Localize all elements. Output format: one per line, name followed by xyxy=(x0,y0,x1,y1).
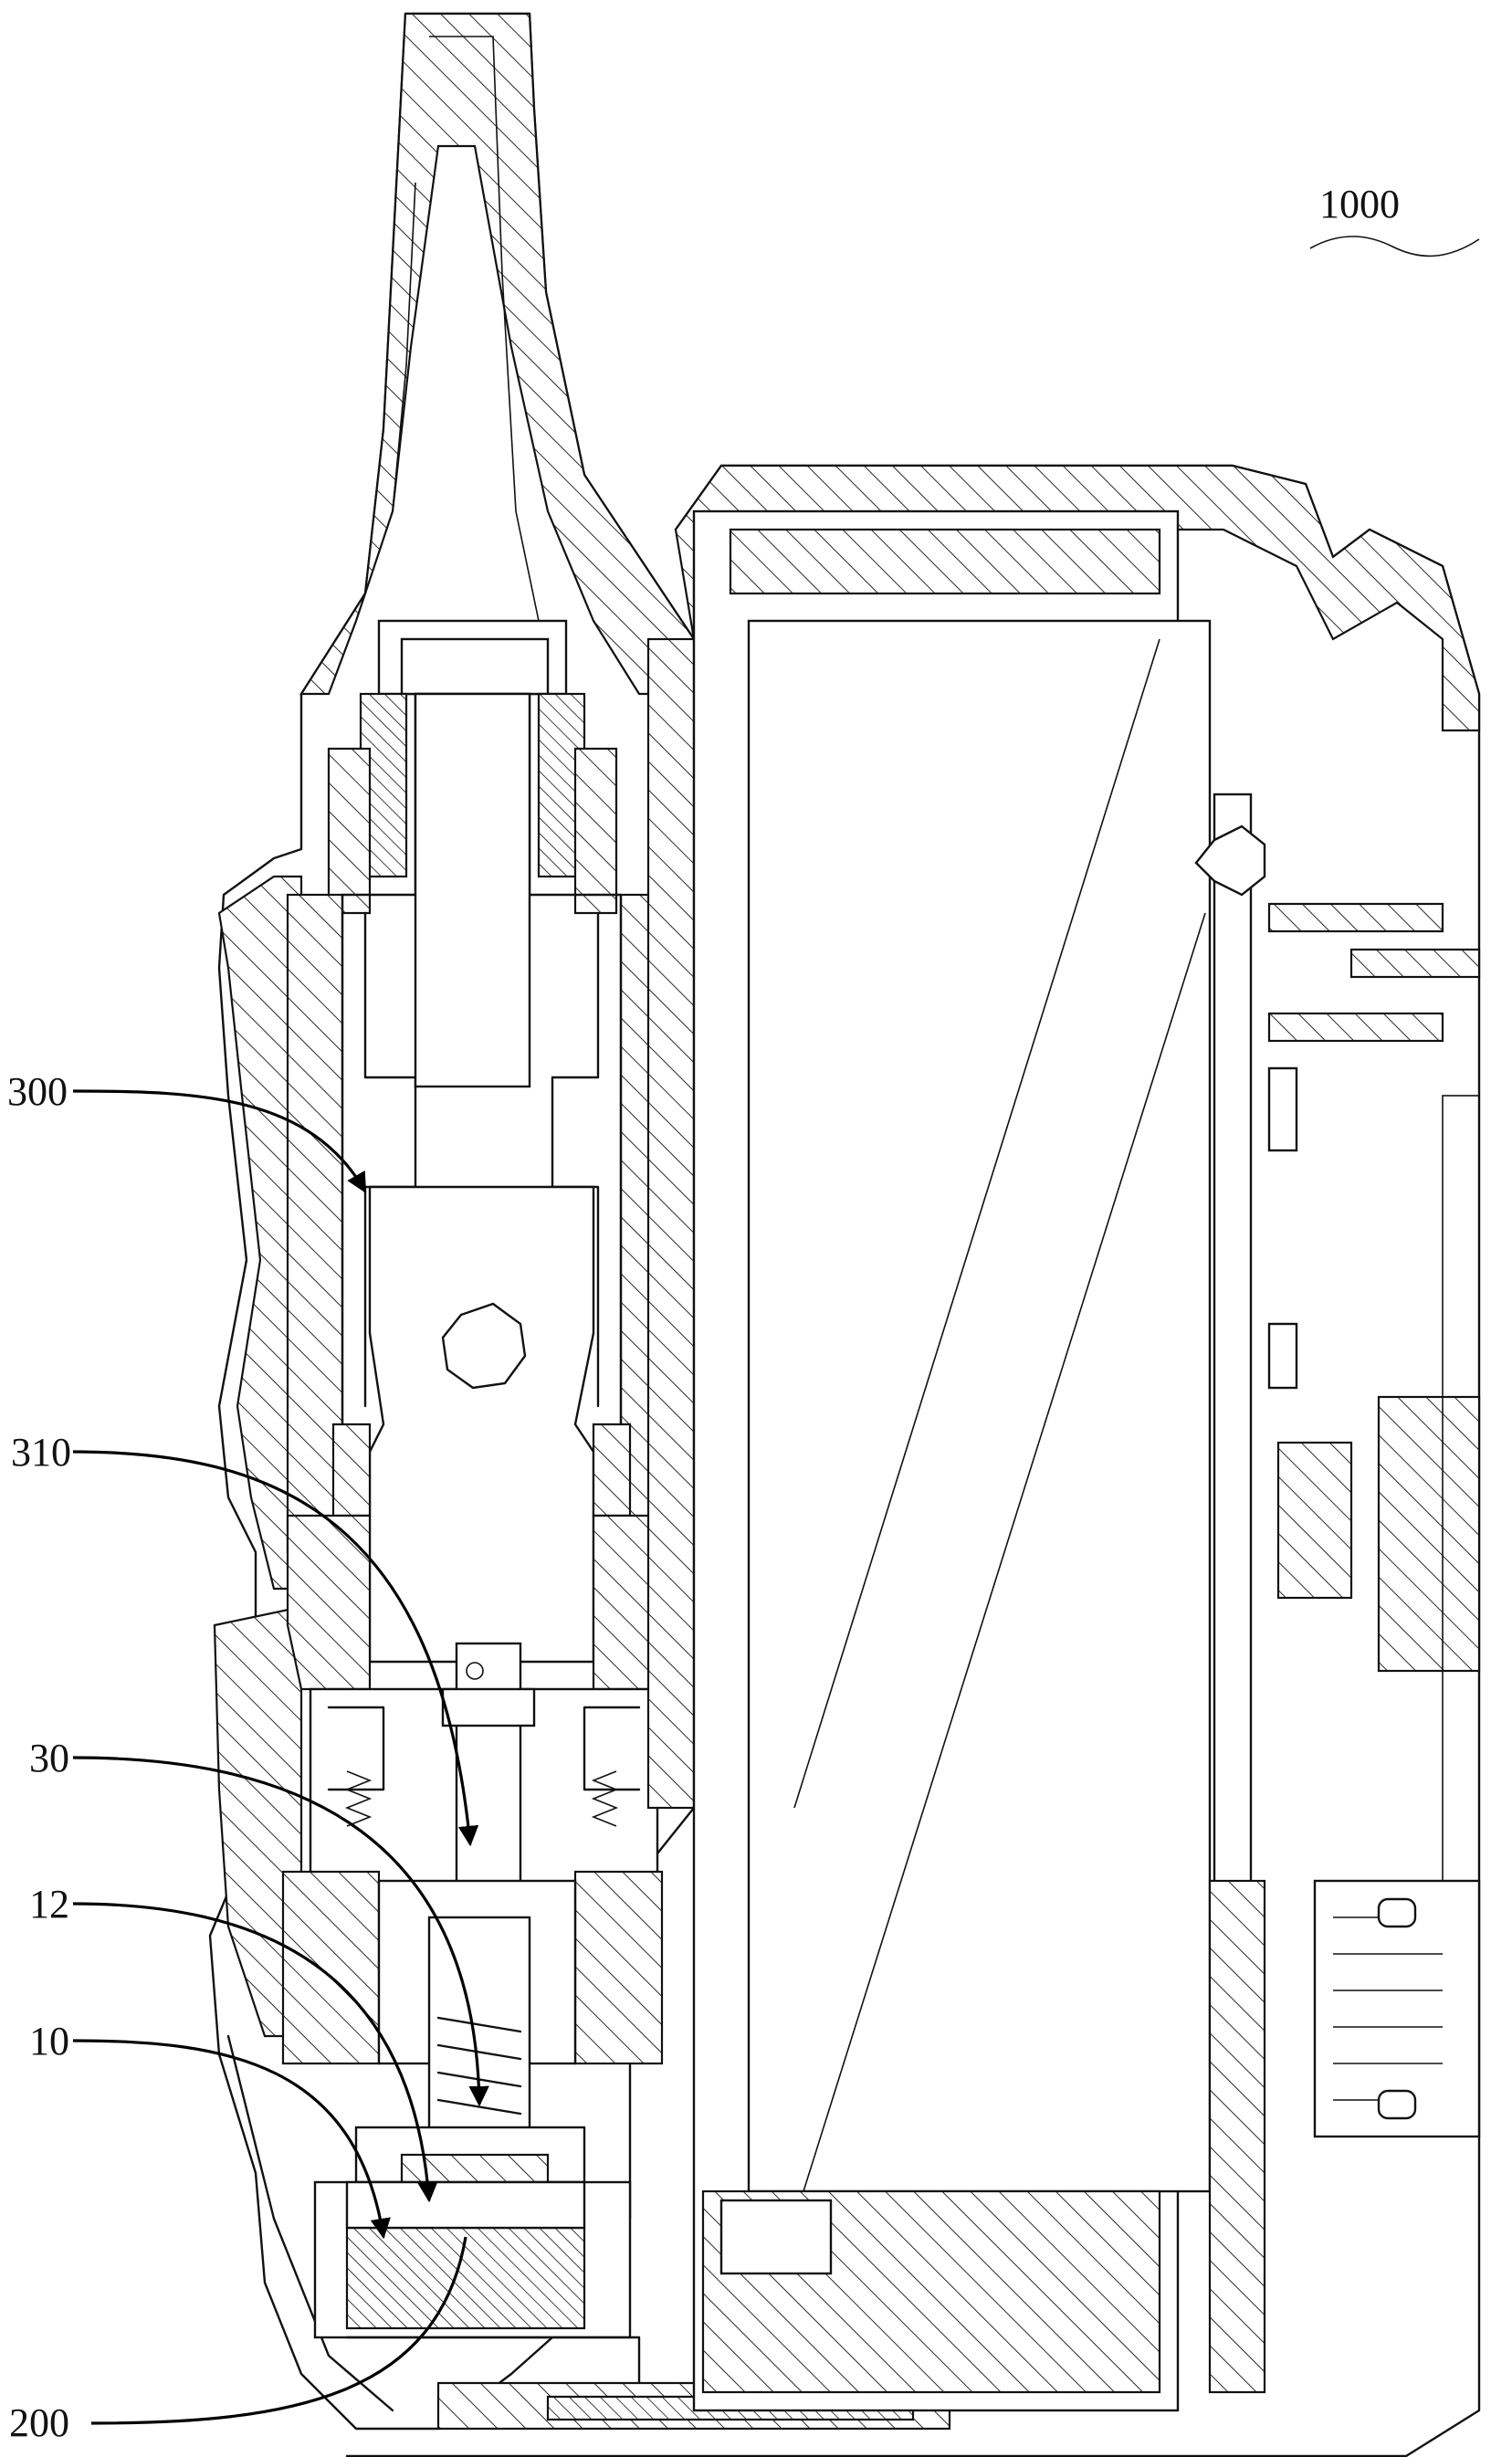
leader-30 xyxy=(72,1756,489,2107)
plunger-310 xyxy=(441,1642,536,1901)
leader-10 xyxy=(72,2039,391,2240)
shaft-body xyxy=(331,1185,632,1664)
callout-200: 200 xyxy=(9,2400,69,2445)
battery-compartment xyxy=(345,464,1481,2457)
circuit-board xyxy=(1194,793,1481,2394)
callout-12: 12 xyxy=(29,1882,69,1927)
callout-310: 310 xyxy=(11,1430,71,1475)
callout-labels: 1000 300 310 30 12 10 200 xyxy=(7,182,1400,2445)
leader-310 xyxy=(72,1450,479,1847)
callout-30: 30 xyxy=(29,1736,69,1780)
base-block-10 xyxy=(313,2180,632,2339)
retainer-12 xyxy=(354,2126,586,2184)
battery-cell xyxy=(747,619,1212,2193)
usb-connector xyxy=(1313,1879,1481,2138)
outer-housing xyxy=(208,12,696,2431)
leader-lines xyxy=(72,236,1480,2425)
hex-nut xyxy=(1194,824,1266,897)
hex-bolt-head xyxy=(441,1302,527,1390)
assembly-label-1000: 1000 xyxy=(1319,182,1400,226)
leader-200 xyxy=(90,2236,467,2425)
assembly-squiggle xyxy=(1309,236,1480,257)
leader-300 xyxy=(72,1089,367,1193)
callout-300: 300 xyxy=(7,1069,68,1114)
left-grip-panel xyxy=(213,875,394,2412)
leader-12 xyxy=(72,1902,438,2203)
callout-10: 10 xyxy=(29,2019,69,2063)
